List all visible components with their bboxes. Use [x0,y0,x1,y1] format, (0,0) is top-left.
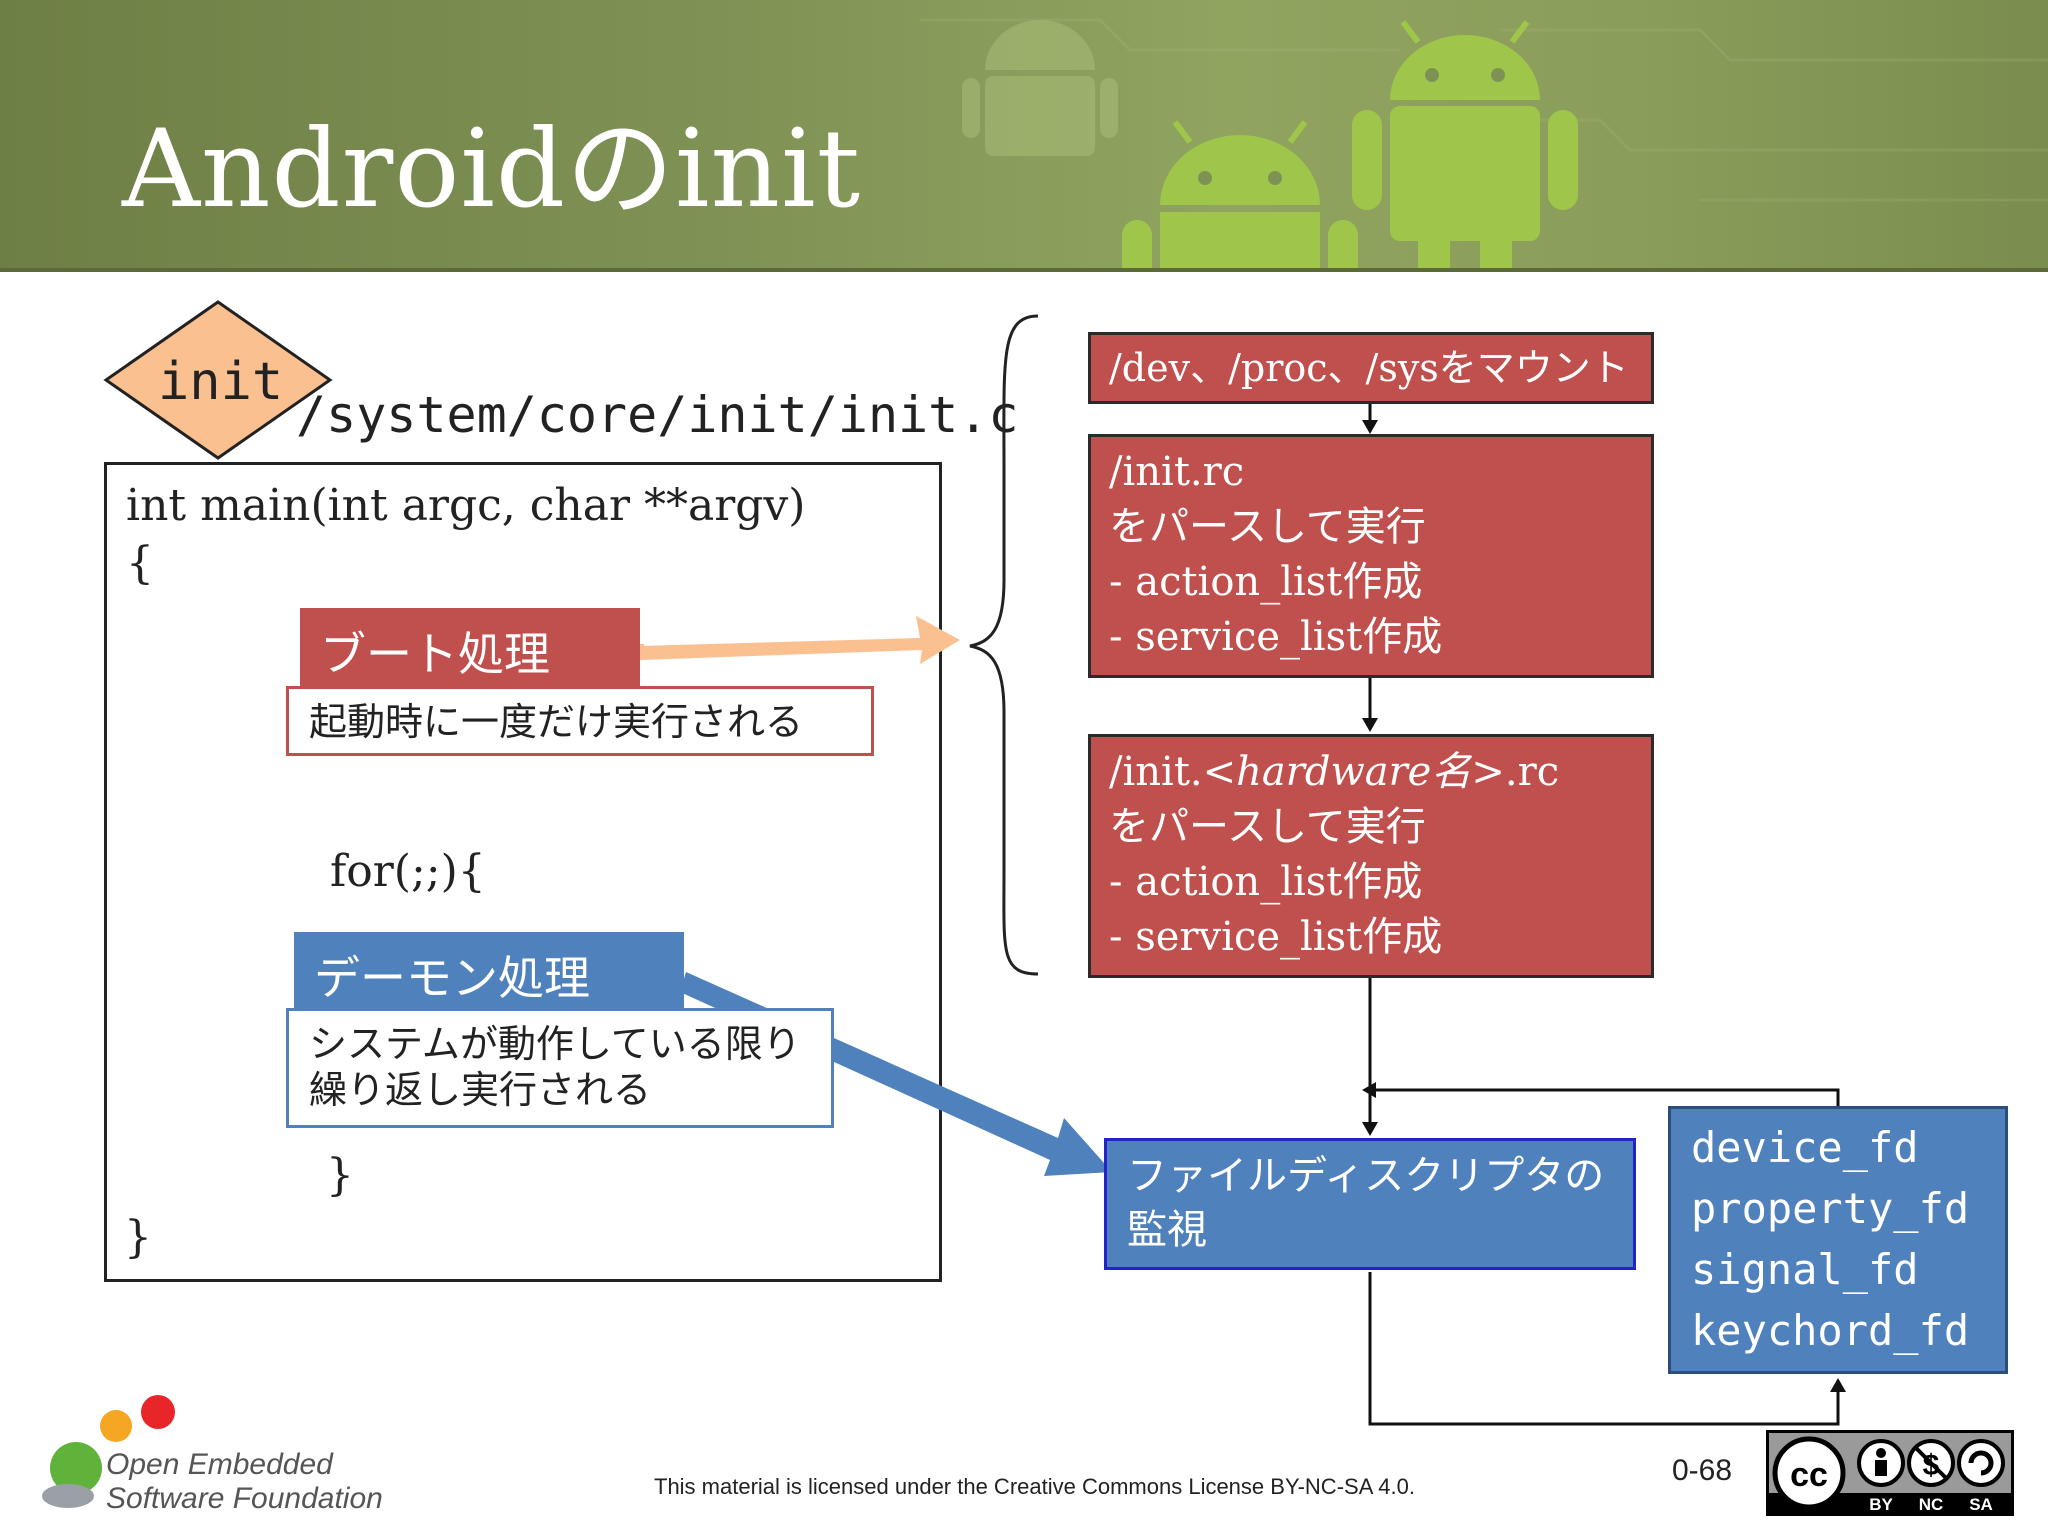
boot-process-label: ブート処理 [300,608,640,686]
oesf-logo-line1: Open Embedded [106,1448,333,1481]
cc-term-by: BY [1869,1495,1893,1513]
header-banner [0,0,2048,272]
daemon-process-note: システムが動作している限り 繰り返し実行される [286,1008,834,1128]
oesf-logo-text: Open Embedded Software Foundation [106,1448,383,1516]
hardware-rc-file: /init.<hardware名>.rc [1109,745,1633,800]
code-open-brace: { [126,538,154,589]
hardware-rc-line-action: - action_list作成 [1109,859,1423,905]
hardware-rc-name: hardware名 [1236,749,1472,795]
license-text: This material is licensed under the Crea… [654,1474,1415,1499]
init-rc-step-box: /init.rc をパースして実行 - action_list作成 - serv… [1088,434,1654,678]
init-rc-line-parse: をパースして実行 [1109,504,1426,550]
boot-process-note: 起動時に一度だけ実行される [286,686,874,756]
hardware-rc-suffix: >.rc [1471,749,1560,795]
init-diamond-label: init [158,352,284,412]
daemon-process-label: デーモン処理 [294,932,684,1010]
sa-icon [1957,1439,2005,1487]
page-title: Androidのinit [122,107,862,232]
hardware-rc-prefix: /init.< [1109,749,1237,795]
code-block [104,462,942,1282]
for-loop-close-brace: } [326,1150,354,1201]
mount-step-box: /dev、/proc、/sysをマウント [1088,332,1654,404]
for-loop-header: for(;;){ [330,846,486,897]
mount-step-text: /dev、/proc、/sysをマウント [1109,346,1629,390]
init-diamond [103,300,333,460]
curly-brace [969,314,1039,976]
fd-signal: signal_fd [1691,1245,1919,1294]
hardware-rc-line-parse: をパースして実行 [1109,804,1426,850]
cc-license-badge: cc $ BY NC SA [1766,1430,2014,1516]
android-robots-decoration [920,18,2048,272]
init-rc-line-action: - action_list作成 [1109,559,1423,605]
oesf-logo-icon [42,1395,175,1508]
page-number: 0-68 [1672,1454,1733,1487]
cc-logo-text: cc [1790,1456,1828,1494]
fd-monitor-text: ファイルディスクリプタの監視 [1127,1153,1605,1253]
main-signature: int main(int argc, char **argv) [126,480,806,531]
code-close-brace: } [124,1212,152,1263]
cc-badge-art: cc $ BY NC SA [1769,1436,2011,1513]
init-source-path: /system/core/init/init.c [296,386,1019,444]
fd-property: property_fd [1691,1184,1970,1233]
hardware-rc-step-box: /init.<hardware名>.rc をパースして実行 - action_l… [1088,734,1654,978]
fd-list-box: device_fd property_fd signal_fd keychord… [1668,1106,2008,1374]
cc-term-sa: SA [1969,1495,1993,1513]
fd-keychord: keychord_fd [1691,1306,1970,1355]
init-rc-file: /init.rc [1109,449,1245,495]
header-divider [0,268,2048,272]
hardware-rc-line-service: - service_list作成 [1109,914,1443,960]
cc-term-nc: NC [1919,1495,1944,1513]
oesf-logo-line2: Software Foundation [106,1482,383,1515]
fd-monitor-box: ファイルディスクリプタの監視 [1104,1138,1636,1270]
init-rc-line-service: - service_list作成 [1109,614,1443,660]
fd-device: device_fd [1691,1123,1919,1172]
